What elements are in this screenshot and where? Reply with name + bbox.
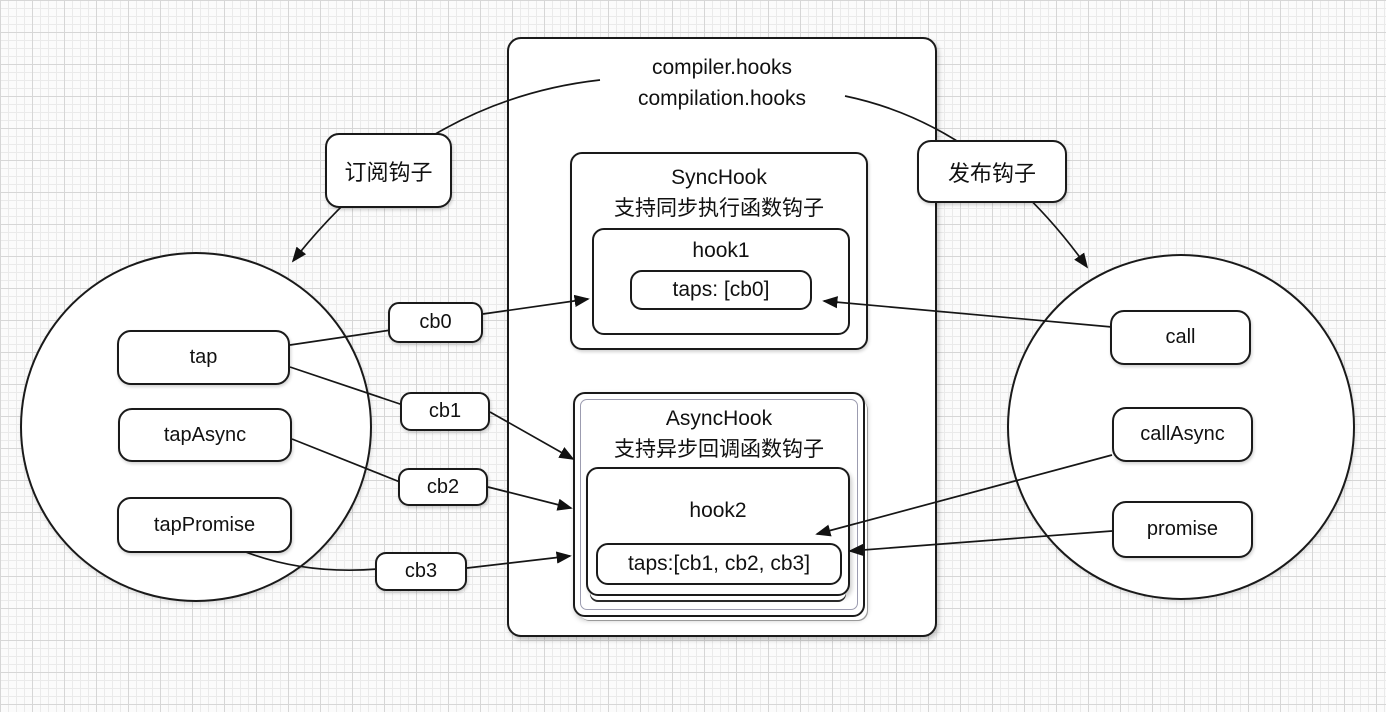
publish-hooks-label: 发布钩子 (917, 140, 1067, 203)
tap-promise-node: tapPromise (117, 497, 292, 553)
hook2-taps-box: taps:[cb1, cb2, cb3] (596, 543, 842, 585)
cb0-label: cb0 (419, 311, 452, 333)
async-hook-subtitle: 支持异步回调函数钩子 (614, 438, 824, 461)
tap-promise-label: tapPromise (153, 513, 256, 536)
hook1-label: hook1 (692, 239, 750, 262)
call-label: call (1165, 326, 1196, 348)
tap-label: tap (189, 346, 218, 368)
hook2-label: hook2 (689, 499, 747, 522)
cb2-node: cb2 (398, 468, 488, 506)
publish-hooks-text: 发布钩子 (947, 160, 1036, 186)
hook1-taps-box: taps: [cb0] (630, 270, 812, 310)
tap-async-node: tapAsync (118, 408, 292, 462)
hook1-taps-label: taps: [cb0] (672, 278, 770, 301)
call-async-node: callAsync (1112, 407, 1253, 462)
container-title-line2: compilation.hooks (637, 87, 807, 110)
cb0-node: cb0 (388, 302, 483, 343)
cb1-label: cb1 (428, 400, 462, 422)
cb3-node: cb3 (375, 552, 467, 591)
promise-node: promise (1112, 501, 1253, 558)
cb2-label: cb2 (426, 475, 460, 498)
cb1-node: cb1 (400, 392, 490, 431)
tap-async-label: tapAsync (163, 423, 247, 446)
sync-hook-title: SyncHook (671, 166, 767, 189)
sync-hook-box: SyncHook 支持同步执行函数钩子 hook1 taps: [cb0] (570, 152, 868, 350)
call-node: call (1110, 310, 1251, 365)
async-hook-title: AsyncHook (665, 407, 773, 430)
hook2-taps-label: taps:[cb1, cb2, cb3] (627, 552, 811, 575)
subscribe-hooks-text: 订阅钩子 (344, 159, 433, 185)
hook2-box: hook2 taps:[cb1, cb2, cb3] (586, 467, 850, 596)
cb3-label: cb3 (404, 560, 438, 582)
hook1-box: hook1 taps: [cb0] (592, 228, 850, 335)
call-async-label: callAsync (1140, 423, 1225, 445)
sync-hook-subtitle: 支持同步执行函数钩子 (614, 197, 824, 220)
tap-node: tap (117, 330, 290, 385)
promise-label: promise (1146, 518, 1219, 540)
container-title: compiler.hooks compilation.hooks (507, 52, 937, 114)
subscribe-hooks-label: 订阅钩子 (325, 133, 452, 208)
async-hook-box: AsyncHook 支持异步回调函数钩子 hook2 taps:[cb1, cb… (573, 392, 865, 617)
container-title-line1: compiler.hooks (651, 56, 793, 79)
